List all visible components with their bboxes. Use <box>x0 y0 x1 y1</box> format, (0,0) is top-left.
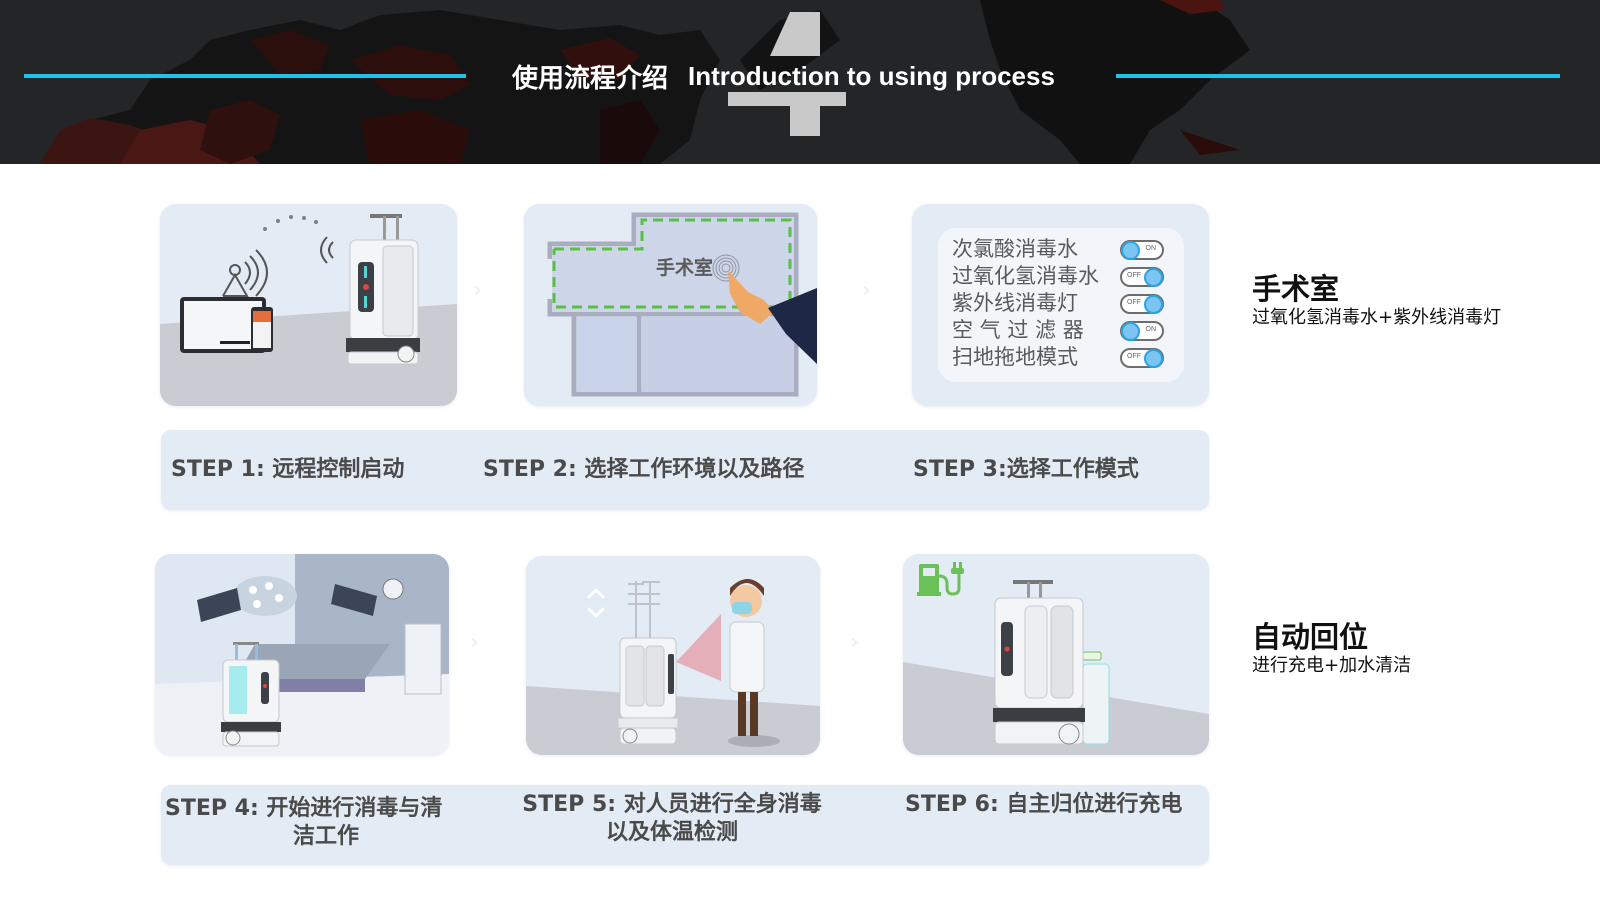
step-1-label: STEP 1: 远程控制启动 <box>171 457 405 482</box>
step-3-card: 次氯酸消毒水 ON 过氧化氢消毒水 OFF 紫外线消毒灯 OFF 空 气 过 滤… <box>912 204 1209 406</box>
mode-label: 扫地拖地模式 <box>952 345 1078 369</box>
arrow-right-icon: › <box>850 630 860 655</box>
step-labels-row-2: STEP 4: 开始进行消毒与清 洁工作 STEP 5: 对人员进行全身消毒 以… <box>161 785 1209 865</box>
note-auto-return: 自动回位 进行充电+加水清洁 <box>1252 620 1411 678</box>
toggle-knob <box>1121 321 1140 341</box>
note-subtext: 过氧化氢消毒水+紫外线消毒灯 <box>1252 307 1502 328</box>
step-4-line-2: 洁工作 <box>293 824 360 849</box>
robot-icon <box>617 637 679 745</box>
operating-room-illustration <box>155 554 449 755</box>
note-operating-room: 手术室 过氧化氢消毒水+紫外线消毒灯 <box>1252 272 1501 330</box>
step-6-card <box>903 554 1209 755</box>
step-5-line-2: 以及体温检测 <box>605 820 738 845</box>
step-labels-row-1: STEP 1: 远程控制启动 STEP 2: 选择工作环境以及路径 STEP 3… <box>161 430 1209 510</box>
selected-room-outline <box>552 218 792 309</box>
remote-control-illustration <box>160 204 457 406</box>
step-4-line-1: STEP 4: 开始进行消毒与清 <box>165 796 443 821</box>
step-6-line-1: STEP 6: 自主归位进行充电 <box>905 792 1183 817</box>
mode-toggle[interactable]: OFF <box>1120 266 1164 287</box>
mode-row: 次氯酸消毒水 ON <box>952 236 1184 263</box>
body-scan-illustration <box>526 556 820 755</box>
note-heading: 手术室 <box>1252 272 1340 306</box>
step-6-label: STEP 6: 自主归位进行充电 <box>905 791 1182 819</box>
doctor-figure <box>728 579 780 747</box>
step-5-card <box>526 556 820 755</box>
mode-toggle[interactable]: OFF <box>1120 347 1164 368</box>
toggle-state: OFF <box>1127 298 1141 306</box>
antenna-icon <box>222 236 334 297</box>
floor-plan-illustration: 手术室 <box>524 204 817 406</box>
toggle-state: OFF <box>1127 271 1141 279</box>
note-subtext: 进行充电+加水清洁 <box>1252 655 1412 676</box>
charging-dock <box>1082 663 1110 745</box>
step-4-label: STEP 4: 开始进行消毒与清 洁工作 <box>165 795 442 851</box>
mode-row: 紫外线消毒灯 OFF <box>952 290 1184 317</box>
mode-label: 紫外线消毒灯 <box>952 291 1078 315</box>
mode-toggle[interactable]: ON <box>1120 239 1164 260</box>
note-heading: 自动回位 <box>1252 620 1369 654</box>
toggle-knob <box>1144 348 1163 368</box>
mode-toggle[interactable]: ON <box>1120 320 1164 341</box>
mode-row: 空 气 过 滤 器 ON <box>952 317 1184 344</box>
title-rule-left <box>24 74 466 78</box>
arrow-right-icon: › <box>862 278 872 303</box>
scan-beam <box>676 614 721 681</box>
page-title: 使用流程介绍 Introduction to using process <box>512 56 1055 96</box>
step-2-card: 手术室 <box>524 204 817 406</box>
step-1-card <box>160 204 457 406</box>
header-banner: 使用流程介绍 Introduction to using process <box>0 0 1600 164</box>
mode-label: 次氯酸消毒水 <box>952 237 1078 261</box>
page-title-zh: 使用流程介绍 <box>512 63 669 94</box>
charging-illustration <box>903 554 1209 755</box>
toggle-state: ON <box>1145 244 1157 252</box>
mode-toggle[interactable]: OFF <box>1120 293 1164 314</box>
toggle-knob <box>1121 240 1140 260</box>
title-rule-right <box>1116 74 1560 78</box>
arrow-right-icon: › <box>473 278 483 303</box>
step-2-label: STEP 2: 选择工作环境以及路径 <box>483 457 805 482</box>
mode-row: 过氧化氢消毒水 OFF <box>952 263 1184 290</box>
step-5-line-1: STEP 5: 对人员进行全身消毒 <box>522 792 822 817</box>
mode-label: 空 气 过 滤 器 <box>952 318 1084 342</box>
charging-station-icon <box>917 562 964 596</box>
toggle-knob <box>1144 294 1163 314</box>
hand-icon <box>728 270 774 324</box>
step-5-label: STEP 5: 对人员进行全身消毒 以及体温检测 <box>507 791 837 847</box>
clock-icon <box>382 578 404 600</box>
toggle-knob <box>1144 267 1163 287</box>
step-3-label: STEP 3:选择工作模式 <box>913 457 1139 482</box>
surgical-light-icon <box>233 576 297 616</box>
toggle-state: OFF <box>1127 352 1141 360</box>
section-number-4 <box>728 12 846 136</box>
toggle-state: ON <box>1145 325 1157 333</box>
robot-icon <box>221 642 281 747</box>
step-4-card <box>155 554 449 755</box>
arrow-right-icon: › <box>470 630 480 655</box>
mode-row: 扫地拖地模式 OFF <box>952 344 1184 371</box>
robot-icon <box>346 214 420 365</box>
robot-icon <box>993 580 1085 745</box>
room-label: 手术室 <box>656 256 713 279</box>
mode-label: 过氧化氢消毒水 <box>952 264 1099 288</box>
page-title-en: Introduction to using process <box>688 60 1055 91</box>
mode-selection-panel: 次氯酸消毒水 ON 过氧化氢消毒水 OFF 紫外线消毒灯 OFF 空 气 过 滤… <box>938 228 1184 382</box>
